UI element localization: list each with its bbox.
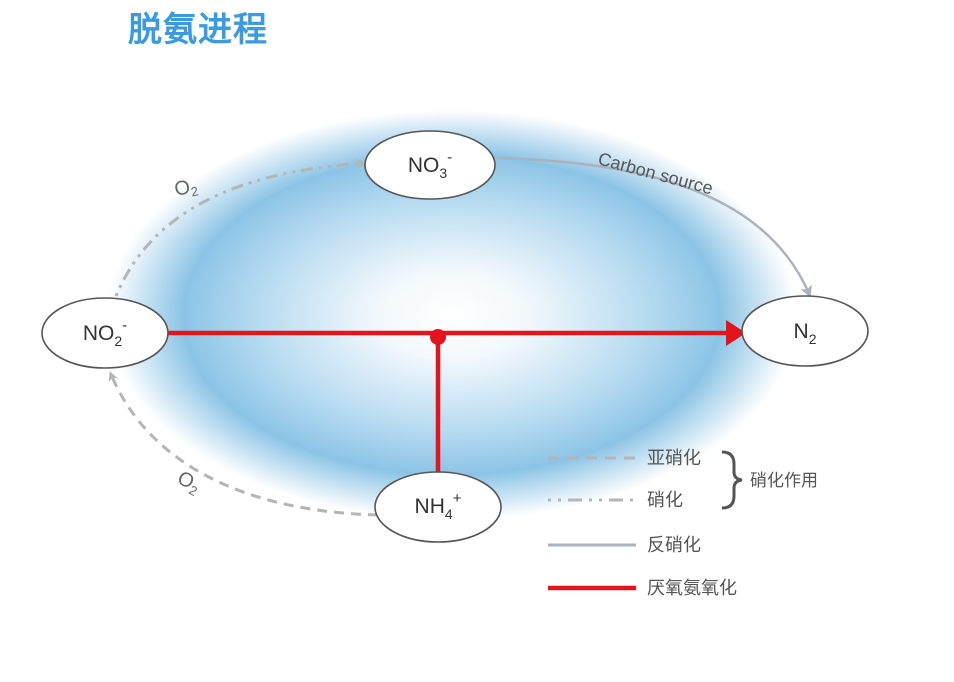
nh4-sub: 4 [445,506,453,522]
svg-text:NH4+: NH4+ [415,490,462,522]
svg-text:NO3-: NO3- [408,149,452,181]
no3-base: NO [408,154,440,177]
legend-label-denitrification: 反硝化 [647,535,701,556]
legend: 亚硝化 硝化 反硝化 厌氧氨氧化 硝化作用 [548,448,818,599]
legend-label-nitritation: 亚硝化 [647,448,701,469]
n2-sub: 2 [809,331,817,347]
legend-label-anammox: 厌氧氨氧化 [647,578,737,599]
nitrification-arrow [114,158,366,297]
n2-base: N [794,320,809,343]
nitritation-arrow [108,371,379,517]
legend-group-label: 硝化作用 [750,471,818,491]
node-nh4: NH4+ [374,471,502,543]
node-no3: NO3- [364,130,496,200]
no3-sub: 3 [439,165,447,181]
node-no2: NO2- [41,297,169,369]
svg-text:NO2-: NO2- [83,317,127,349]
no2-sup: - [122,317,127,334]
background-glow [107,110,797,520]
anammox-arrowhead [726,320,746,346]
o2-label-bottom: O2 [173,467,204,499]
no3-sup: - [447,149,452,166]
nh4-sup: + [453,490,462,507]
legend-brace [721,450,743,510]
o2-label-top: O2 [172,175,199,203]
page-title: 脱氨进程 [128,10,268,50]
node-n2: N2 [741,295,869,367]
no2-base: NO [83,322,115,345]
legend-label-nitrification: 硝化 [647,490,683,511]
svg-text:N2: N2 [794,320,817,347]
denitrification-arrow [496,156,812,298]
nh4-base: NH [415,495,445,518]
no2-sub: 2 [114,333,122,349]
anammox-junction-dot [430,329,446,345]
